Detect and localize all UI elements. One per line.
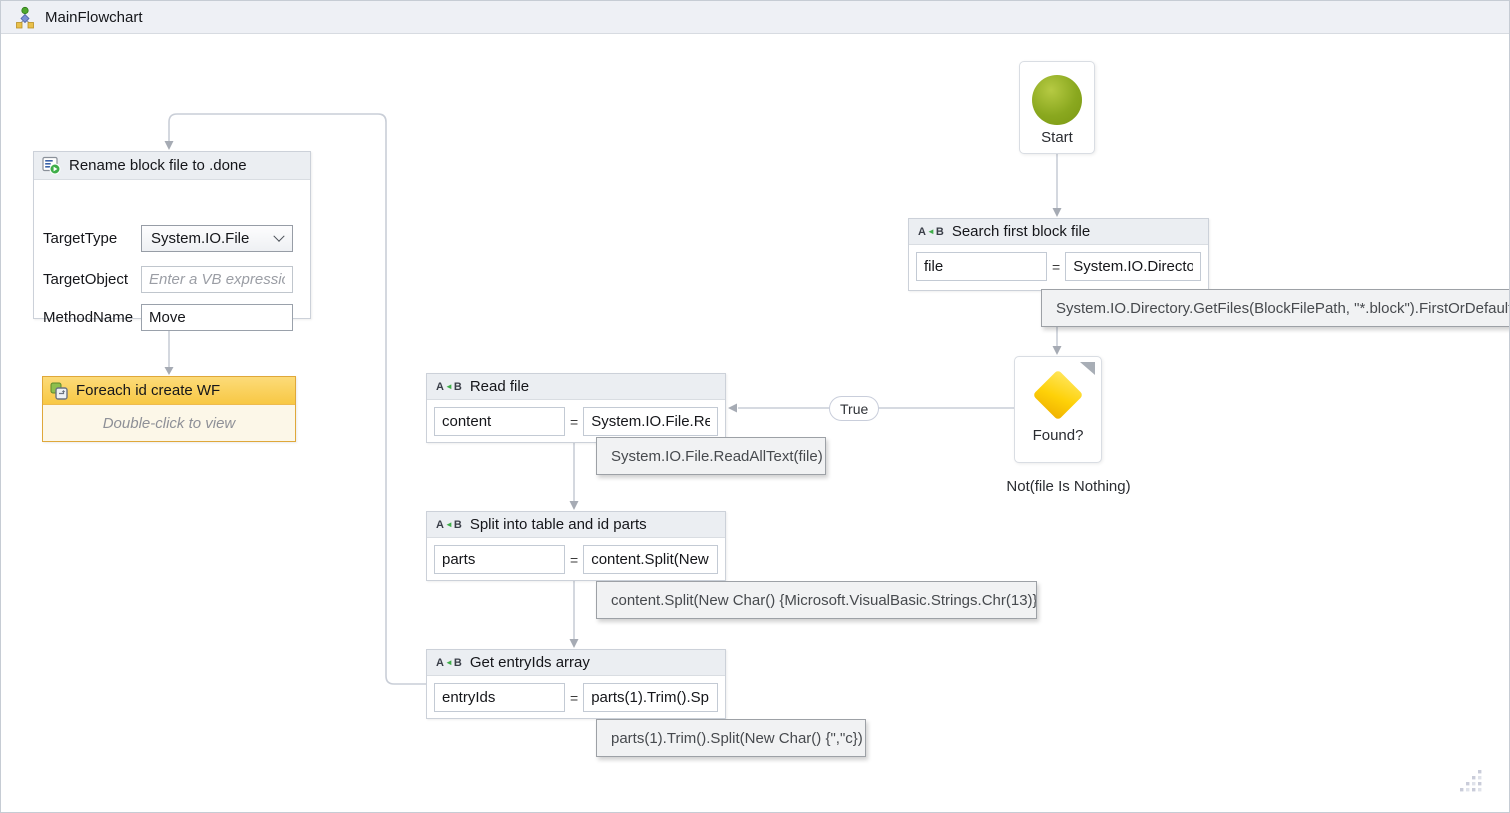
activity-title: Split into table and id parts <box>469 516 647 533</box>
assign-body: = <box>909 245 1208 281</box>
assign-icon: A◄B <box>436 380 462 393</box>
assign-to-input[interactable] <box>916 252 1047 281</box>
assign-to-input[interactable] <box>434 545 565 574</box>
foreach-icon <box>50 382 68 400</box>
target-object-label: TargetObject <box>43 271 129 288</box>
expression-tooltip-split: content.Split(New Char() {Microsoft.Visu… <box>596 581 1037 619</box>
resize-grip-icon[interactable] <box>1459 769 1485 795</box>
decision-condition-text: Not(file Is Nothing) <box>1006 478 1131 495</box>
activity-title: Rename block file to .done <box>69 157 247 174</box>
start-circle-icon <box>1032 75 1082 125</box>
activity-header: A◄B Read file <box>427 374 725 400</box>
equals-sign: = <box>570 551 579 568</box>
decision-label: Found? <box>1032 427 1084 444</box>
expression-tooltip-search: System.IO.Directory.GetFiles(BlockFilePa… <box>1041 289 1509 327</box>
activity-title: Read file <box>469 378 530 395</box>
activity-title: Search first block file <box>951 223 1091 240</box>
assign-value-input[interactable] <box>583 545 718 574</box>
assign-value-input[interactable] <box>583 407 718 436</box>
invoke-body: TargetType System.IO.File TargetObject M… <box>34 180 310 331</box>
start-label: Start <box>1041 129 1073 146</box>
expression-tooltip-read: System.IO.File.ReadAllText(file) <box>596 437 826 475</box>
assign-to-input[interactable] <box>434 407 565 436</box>
assign-read-file[interactable]: A◄B Read file = <box>426 373 726 443</box>
activity-header: A◄B Get entryIds array <box>427 650 725 676</box>
decision-node-found[interactable]: Found? <box>1014 356 1102 463</box>
assign-icon: A◄B <box>918 225 944 238</box>
target-type-value: System.IO.File <box>151 230 250 247</box>
assign-body: = <box>427 538 725 574</box>
invoke-method-rename-block-file[interactable]: Rename block file to .done TargetType Sy… <box>33 151 311 331</box>
assign-search-first-block-file[interactable]: A◄B Search first block file = <box>908 218 1209 291</box>
flowchart-icon <box>16 6 34 28</box>
assign-icon: A◄B <box>436 518 462 531</box>
foreach-id-create-wf-node[interactable]: Foreach id create WF Double-click to vie… <box>42 376 296 442</box>
assign-to-input[interactable] <box>434 683 565 712</box>
target-object-input[interactable] <box>141 266 293 293</box>
equals-sign: = <box>570 413 579 430</box>
assign-value-input[interactable] <box>583 683 718 712</box>
decision-diamond-icon <box>1032 369 1084 421</box>
true-branch-label: True <box>829 396 880 421</box>
assign-split-parts[interactable]: A◄B Split into table and id parts = <box>426 511 726 581</box>
assign-value-input[interactable] <box>1065 252 1201 281</box>
activity-header: A◄B Search first block file <box>909 219 1208 245</box>
activity-title: Foreach id create WF <box>76 382 221 399</box>
activity-title: Get entryIds array <box>469 654 590 671</box>
expression-tooltip-entryids: parts(1).Trim().Split(New Char() {","c}) <box>596 719 866 757</box>
chevron-down-icon <box>273 230 285 242</box>
equals-sign: = <box>570 689 579 706</box>
assign-body: = <box>427 400 725 436</box>
method-name-label: MethodName <box>43 309 134 326</box>
activity-header: Rename block file to .done <box>34 152 310 180</box>
collapse-corner-icon <box>1080 362 1095 375</box>
assign-get-entryids[interactable]: A◄B Get entryIds array = <box>426 649 726 719</box>
breadcrumb-bar: MainFlowchart <box>1 1 1509 34</box>
invoke-method-icon <box>42 156 61 175</box>
method-name-input[interactable] <box>141 304 293 331</box>
activity-header: Foreach id create WF <box>43 377 295 405</box>
activity-header: A◄B Split into table and id parts <box>427 512 725 538</box>
target-type-label: TargetType <box>43 230 118 247</box>
start-node[interactable]: Start <box>1019 61 1095 154</box>
equals-sign: = <box>1052 258 1061 275</box>
collapsed-hint: Double-click to view <box>102 415 236 432</box>
page-title: MainFlowchart <box>45 8 143 26</box>
target-type-dropdown[interactable]: System.IO.File <box>141 225 293 252</box>
assign-body: = <box>427 676 725 712</box>
assign-icon: A◄B <box>436 656 462 669</box>
